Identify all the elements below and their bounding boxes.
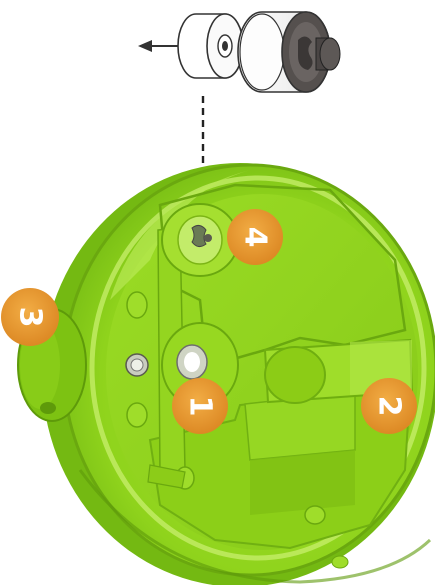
callout-label-2: 2: [372, 396, 407, 417]
callout-badge-1: 1: [172, 378, 228, 434]
callout-label-4: 4: [238, 227, 273, 248]
callout-label-1: 1: [183, 396, 218, 417]
washer-part: [178, 14, 243, 78]
callout-badge-2: 2: [361, 378, 417, 434]
grommet-seat: [162, 204, 238, 276]
callout-badge-3: 3: [1, 288, 59, 346]
humidifier-base: [18, 163, 435, 585]
callout-badge-4: 4: [227, 209, 283, 265]
callout-label-3: 3: [13, 307, 48, 328]
grommet-part: [238, 12, 340, 92]
